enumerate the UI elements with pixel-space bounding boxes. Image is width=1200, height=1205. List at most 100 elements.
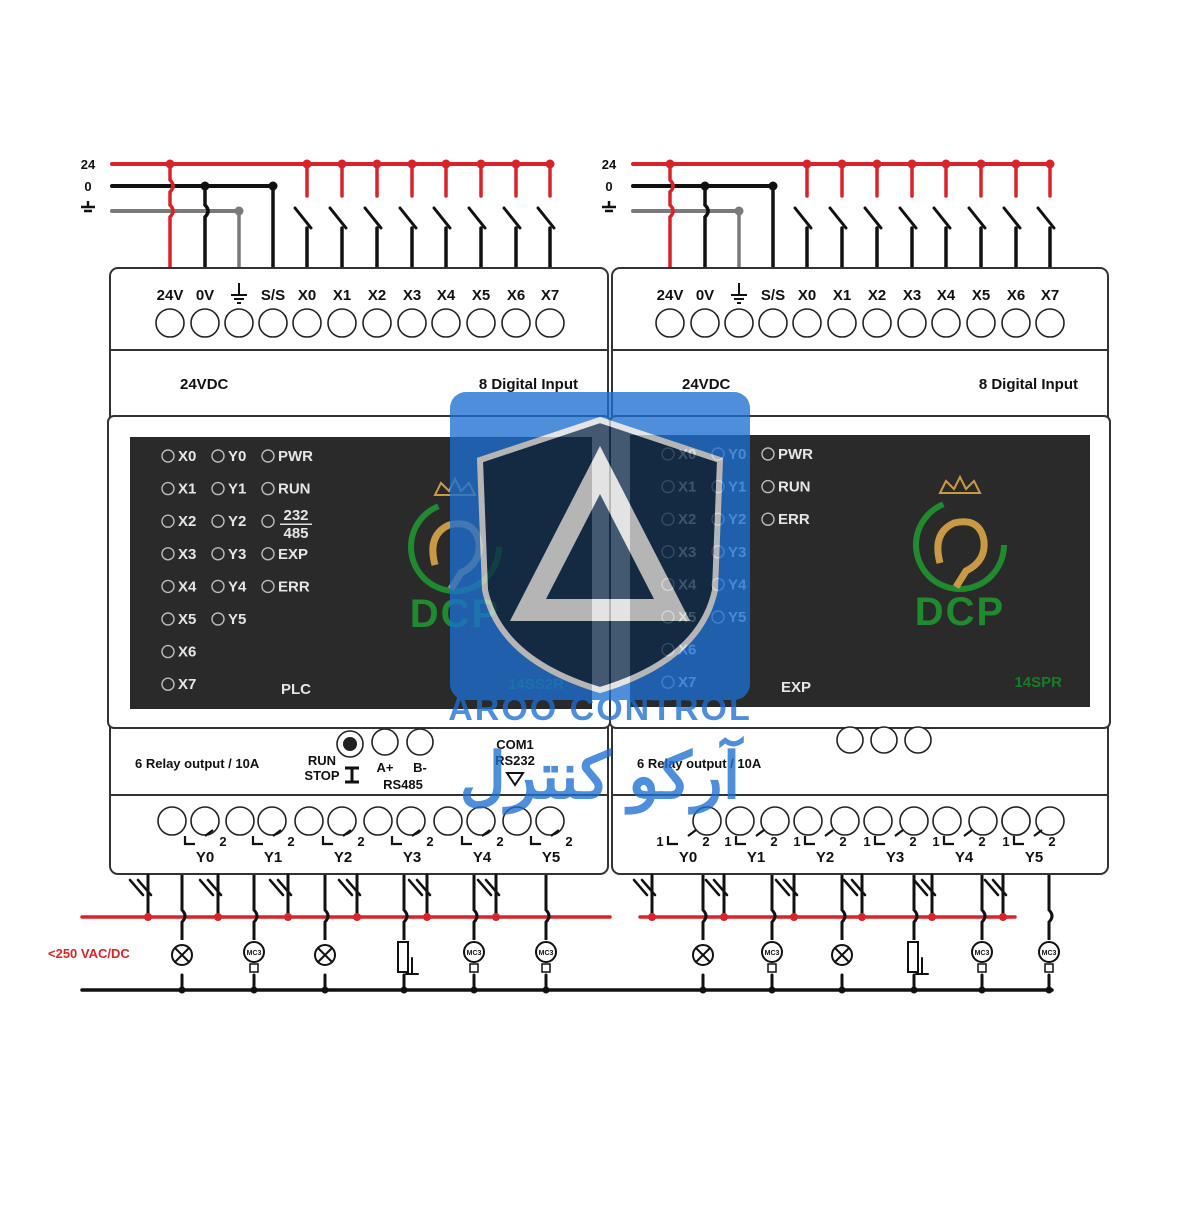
junction [214,913,222,921]
led-label: Y0 [228,448,246,465]
pin-label: 2 [287,834,294,849]
fuse-switch-icon [712,878,729,897]
load-wire [544,875,551,940]
ground-terminal-icon [231,283,247,304]
load-motor-icon: MC3 [1038,941,1060,973]
motor-icon [971,941,993,963]
terminal-screw [760,806,790,836]
crown-icon [938,474,982,494]
led-label: X3 [178,546,196,563]
output-terminal-label: Y3 [403,849,421,866]
motor-icon [535,941,557,963]
terminal-screw [793,806,823,836]
motor-icon [1038,941,1060,963]
ground-icon [81,201,95,213]
terminal-screw [792,308,822,338]
led-label: RUN [778,479,811,496]
pin-label: 2 [1048,834,1055,849]
input-switch [328,206,348,230]
terminal-screw [655,308,685,338]
input-terminal-label: X3 [903,287,921,304]
terminal-screw [1001,806,1031,836]
fuse-switch-icon [136,878,153,897]
input-terminal-label: 0V [196,287,214,304]
terminal-screw [968,806,998,836]
input-terminal-label: X6 [507,287,525,304]
relay-contact-icon [183,829,214,846]
comm-label-232: 232 [283,507,308,524]
junction [910,986,918,994]
status-led [211,514,225,528]
status-led [761,447,775,461]
rs232-port-icon [505,772,525,787]
status-led [161,612,175,626]
junction [400,986,408,994]
terminal-screw [932,806,962,836]
input-terminal-label: X7 [541,287,559,304]
junction [542,986,550,994]
terminal-screw [535,806,565,836]
motor-label: MC3 [539,950,554,957]
terminal-screw [966,308,996,338]
fuse-switch-icon [337,878,354,897]
valve-coil-icon [397,941,409,973]
junction [165,159,175,169]
input-terminal-label: X4 [437,287,456,304]
terminal-screw [292,308,322,338]
terminal-screw [724,308,754,338]
pin-label: 2 [357,834,364,849]
terminal-screw [899,806,929,836]
relay-contact-icon [460,829,491,846]
terminal-screw [190,806,220,836]
status-led [211,547,225,561]
motor-label: MC3 [247,950,262,957]
led-label: PWR [778,446,813,463]
led-label: X6 [178,644,196,661]
terminal-screw [758,308,788,338]
ac-supply-label: <250 VAC/DC [48,946,130,961]
input-terminal-label: X6 [1007,287,1025,304]
pin-label: 1 [932,834,939,849]
terminal-screw [190,308,220,338]
input-terminal-label: S/S [761,287,785,304]
fuse-switch-icon [407,878,424,897]
junction [720,913,728,921]
motor-base [469,963,479,973]
led-label: ERR [278,578,310,595]
fuse-switch-icon [782,878,799,897]
status-led [261,514,275,528]
output-terminal-label: Y5 [1025,849,1043,866]
expansion-port [870,726,898,754]
rail-label-24v: 24 [602,157,617,172]
fuse-switch-icon [991,878,1008,897]
input-terminal-label: X3 [403,287,421,304]
watermark-persian-text: آرکو کنترل [460,735,745,815]
status-led [211,481,225,496]
ground-icon [602,201,616,213]
junction [234,206,244,216]
relay-contact-icon [873,829,904,846]
input-wiring-1: 240 [602,157,1056,270]
relay-contact-icon [321,829,352,846]
output-terminal-label: Y2 [816,849,834,866]
status-led [761,512,775,526]
fuse-switch-icon [920,878,937,897]
junction [978,986,986,994]
junction [353,913,361,921]
valve-coil-icon [907,941,919,973]
lamp-cross [317,947,333,963]
lamp-cross [834,947,850,963]
terminal-screw [225,806,255,836]
fuse-switch-icon [704,878,721,897]
led-label: EXP [278,546,308,563]
terminal-screw [931,308,961,338]
output-terminal-label: Y1 [747,849,765,866]
terminal-screw [897,308,927,338]
terminal-screw [827,308,857,338]
junction [178,986,186,994]
output-terminal-label: Y5 [542,849,560,866]
load-valve-icon [397,941,419,975]
input-terminal-label: 0V [696,287,714,304]
